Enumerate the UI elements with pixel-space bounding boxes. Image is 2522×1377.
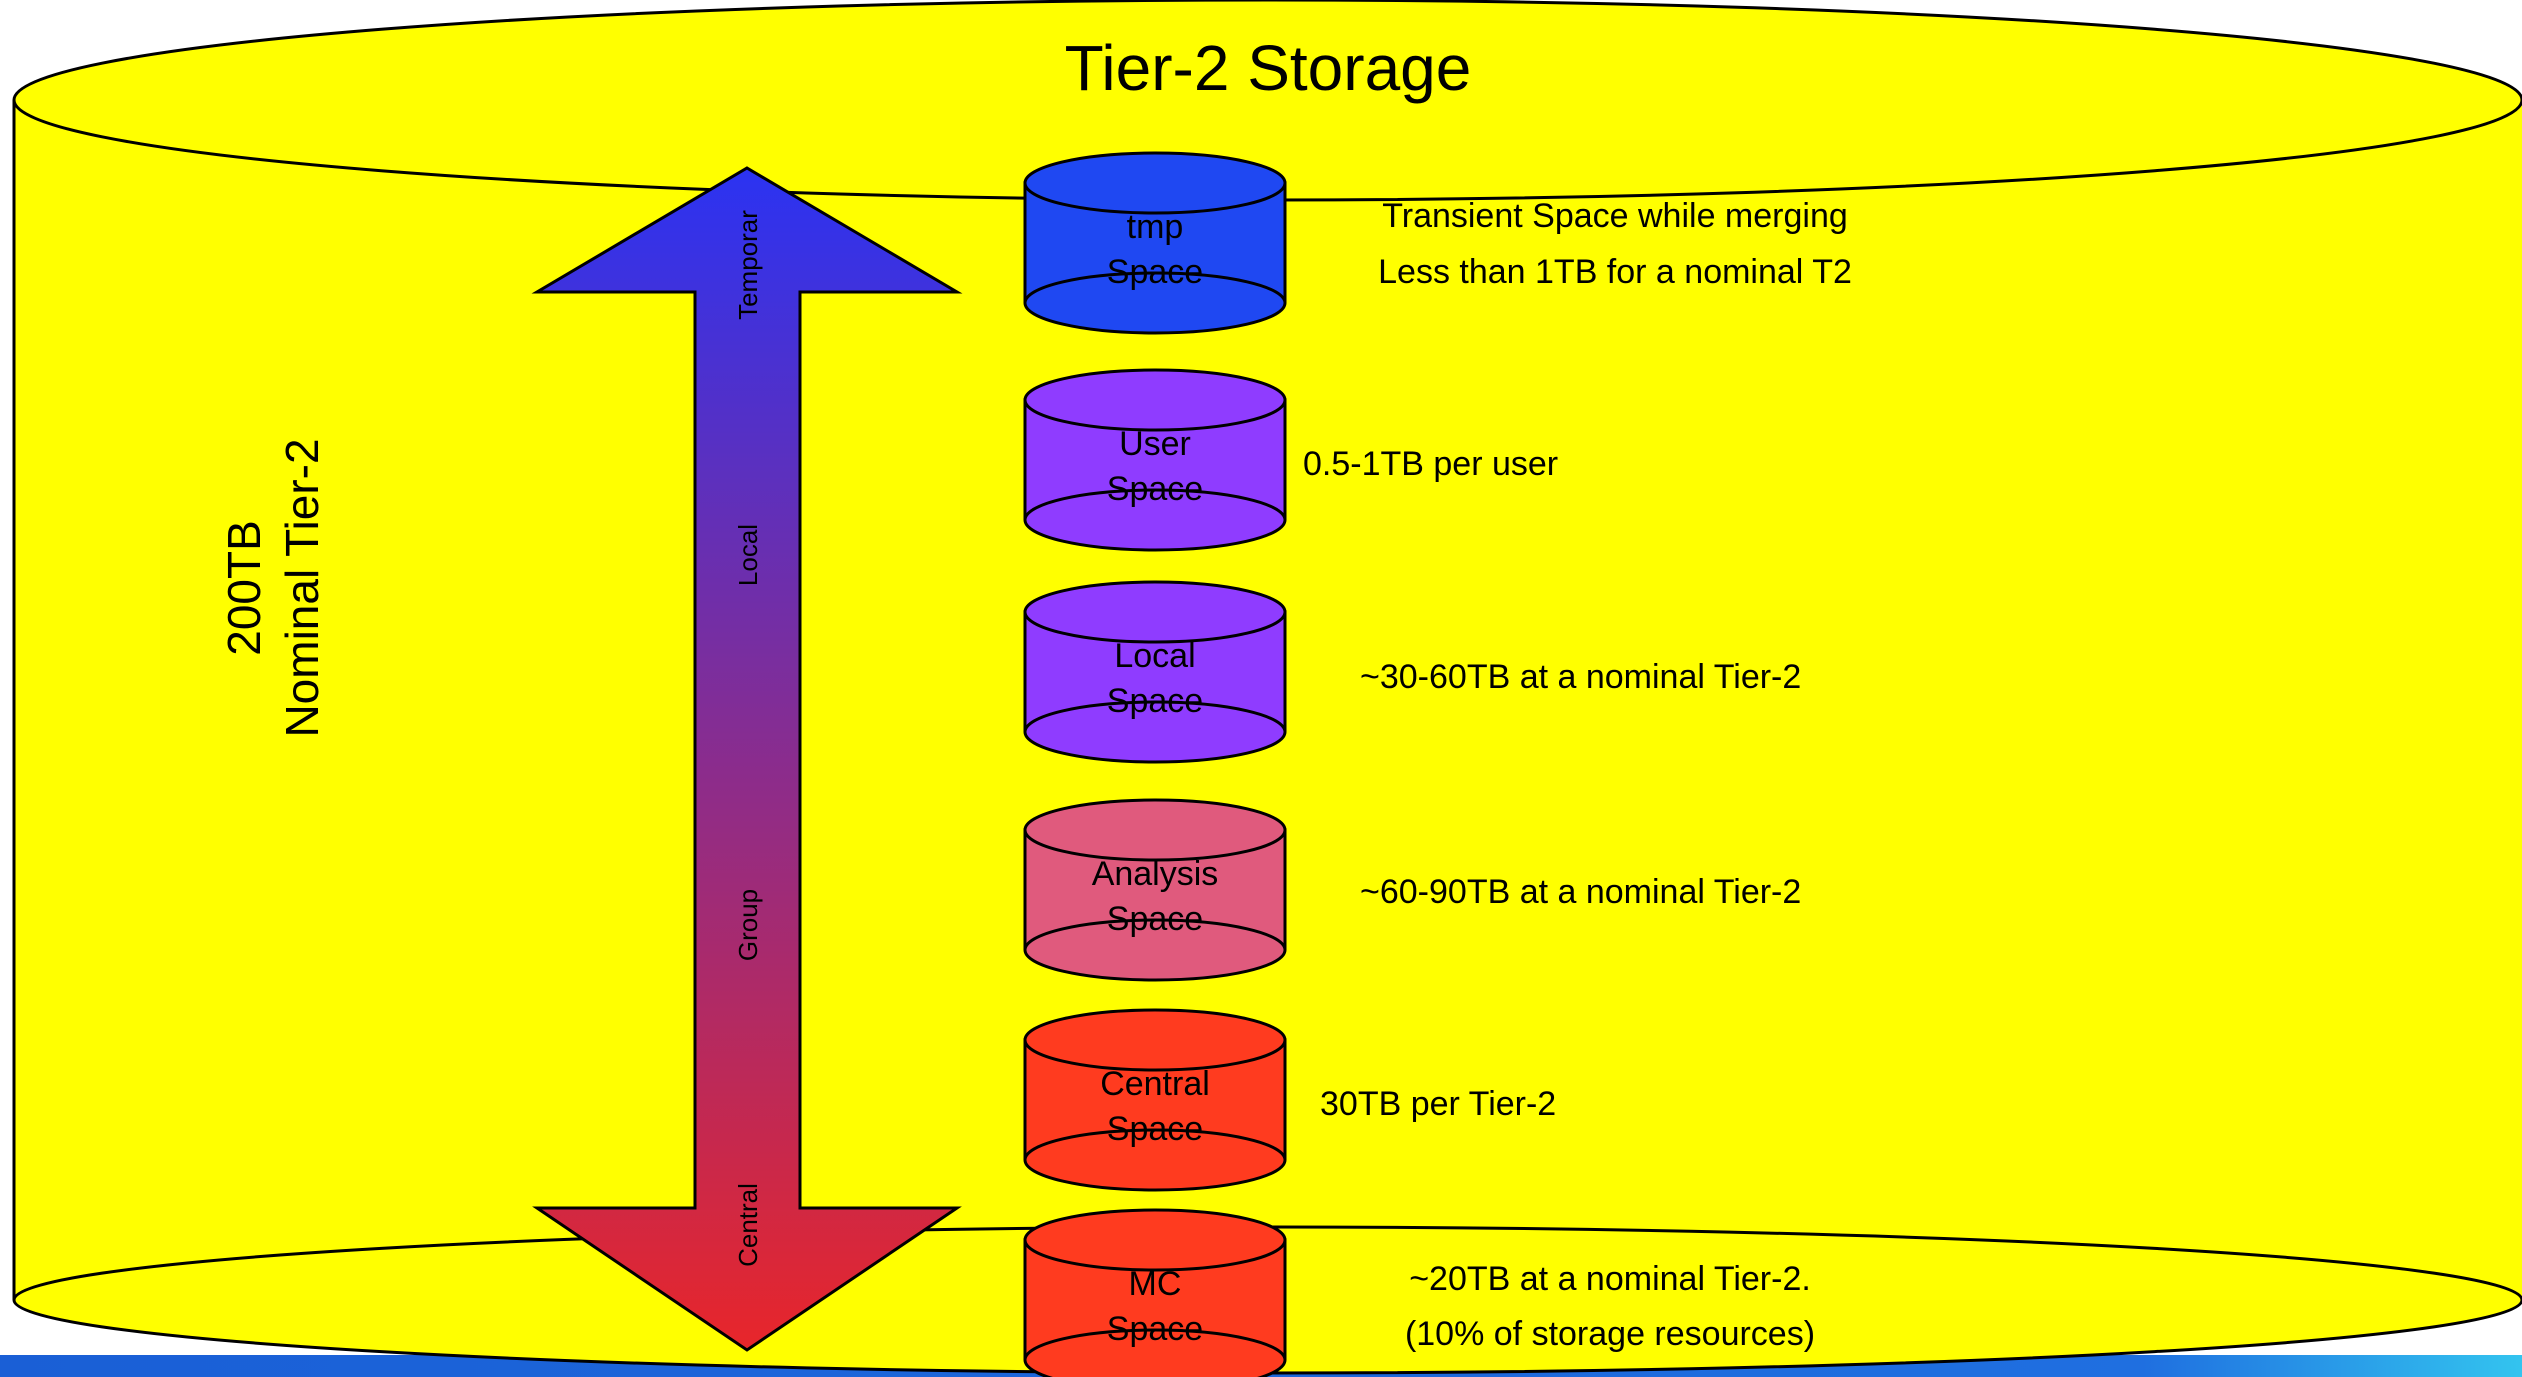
cylinder-bottom-rim — [1023, 1128, 1287, 1161]
priority-arrow: Temporar Local Group Central — [531, 166, 963, 1352]
side-label-capacity: 200TB — [218, 520, 270, 656]
description-analysis-line1: ~60-90TB at a nominal Tier-2 — [1360, 873, 1801, 911]
cylinder-top — [1023, 798, 1287, 862]
cylinder-bottom-rim — [1023, 271, 1287, 304]
cylinder-body — [1023, 181, 1287, 335]
cylinder-top — [1023, 1208, 1287, 1272]
cylinder-label-local: Local — [1114, 637, 1195, 675]
cylinder-bottom-rim — [1023, 1328, 1287, 1361]
cylinder-body — [1023, 610, 1287, 764]
cylinder-label-space: Space — [1107, 682, 1203, 720]
double-arrow-shape — [531, 166, 963, 1352]
cylinder-top — [1023, 368, 1287, 432]
diagram-title: Tier-2 Storage — [1065, 32, 1472, 104]
arrow-label-group: Group — [733, 889, 763, 961]
arrow-label-local: Local — [733, 524, 763, 586]
cylinder-bottom-rim — [1023, 700, 1287, 733]
description-user-line1: 0.5-1TB per user — [1303, 445, 1558, 483]
cylinder-label-space: Space — [1107, 253, 1203, 291]
cylinder-label-mc: MC — [1129, 1265, 1182, 1303]
cylinder-body — [1023, 828, 1287, 982]
arrow-label-central: Central — [733, 1183, 763, 1267]
cylinder-mc: MC Space — [1023, 1208, 1287, 1377]
cylinder-label-tmp: tmp — [1127, 208, 1184, 246]
description-central-line1: 30TB per Tier-2 — [1320, 1085, 1556, 1123]
side-label-tier: Nominal Tier-2 — [276, 438, 328, 737]
cylinder-body — [1023, 1038, 1287, 1192]
cylinder-body — [1023, 398, 1287, 552]
arrow-label-temporary: Temporar — [733, 210, 763, 320]
cylinder-top — [1023, 151, 1287, 215]
cylinder-label-space: Space — [1107, 470, 1203, 508]
description-tmp-line1: Transient Space while merging — [1382, 197, 1848, 235]
cylinder-label-space: Space — [1107, 1110, 1203, 1148]
cylinder-bottom-rim — [1023, 488, 1287, 521]
cylinder-bottom-rim — [1023, 918, 1287, 951]
space-cylinders: tmpSpaceUserSpaceLocalSpaceAnalysisSpace… — [1023, 151, 1287, 1377]
cylinder-label-space: Space — [1107, 1310, 1203, 1348]
description-local-line1: ~30-60TB at a nominal Tier-2 — [1360, 658, 1801, 696]
description-mc-line2: (10% of storage resources) — [1405, 1315, 1815, 1353]
side-label: 200TB Nominal Tier-2 — [218, 438, 328, 737]
cylinder-top — [1023, 1008, 1287, 1072]
cylinder-body — [1023, 1238, 1287, 1377]
cylinder-label-analysis: Analysis — [1092, 855, 1219, 893]
description-mc-line1: ~20TB at a nominal Tier-2. — [1409, 1260, 1811, 1298]
cylinder-label-user: User — [1119, 425, 1191, 463]
cylinder-top — [1023, 580, 1287, 644]
description-tmp-line2: Less than 1TB for a nominal T2 — [1378, 253, 1852, 291]
cylinder-label-space: Space — [1107, 900, 1203, 938]
cylinder-label-central: Central — [1100, 1065, 1210, 1103]
